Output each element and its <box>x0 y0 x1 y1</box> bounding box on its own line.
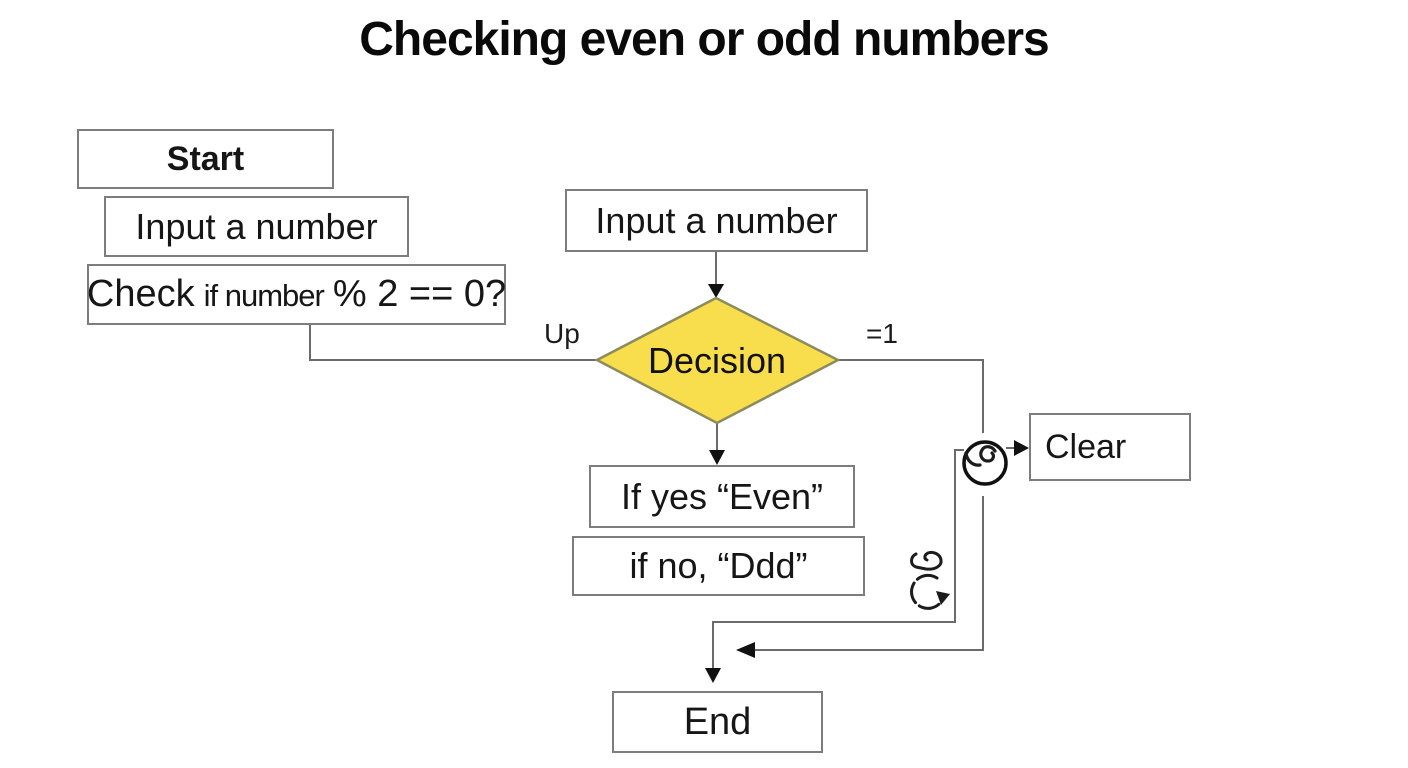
connector-loop-to-end <box>712 449 964 669</box>
node-clear-label: Clear <box>1045 427 1127 466</box>
node-if-yes: If yes “Even” <box>589 465 855 528</box>
connector-right-down-to-left-arrow <box>755 496 984 651</box>
connector-decision-right-down <box>838 359 984 433</box>
node-if-no-label: if no, “Ddd” <box>629 545 808 586</box>
redo-circle-icon <box>910 573 950 610</box>
arrowhead-into-clear <box>1014 440 1029 456</box>
node-end-label: End <box>683 700 752 743</box>
node-input-center-label: Input a number <box>595 199 838 241</box>
node-input-left: Input a number <box>104 196 409 257</box>
arrowhead-left-bottom <box>736 642 755 658</box>
check-word: Check <box>86 273 195 315</box>
node-start: Start <box>77 129 334 189</box>
node-if-yes-label: If yes “Even” <box>620 475 824 517</box>
arrowhead-into-ifyes <box>709 450 725 465</box>
node-start-label: Start <box>166 139 245 178</box>
node-input-left-label: Input a number <box>135 205 378 247</box>
decision-diamond <box>594 296 841 425</box>
check-condition: if number <box>203 278 325 313</box>
page-title: Checking even or odd numbers <box>359 13 1049 66</box>
decision-label: Decision <box>647 340 787 381</box>
arrowhead-into-end <box>705 668 721 683</box>
node-check-label: Check if number % 2 == 0? <box>87 273 506 316</box>
arrowhead-into-decision <box>708 284 724 298</box>
node-input-center: Input a number <box>565 189 868 252</box>
node-if-no: if no, “Ddd” <box>572 536 865 596</box>
node-clear: Clear <box>1029 413 1191 481</box>
undo-curve-icon <box>910 550 943 571</box>
connector-check-to-decision <box>309 325 596 361</box>
node-check: Check if number % 2 == 0? <box>87 264 506 325</box>
edge-label-eq1: =1 <box>866 318 898 349</box>
check-expression: % 2 == 0? <box>332 273 507 315</box>
loop-circle-icon <box>962 440 1008 486</box>
edge-label-up: Up <box>544 318 580 349</box>
node-end: End <box>612 691 823 753</box>
